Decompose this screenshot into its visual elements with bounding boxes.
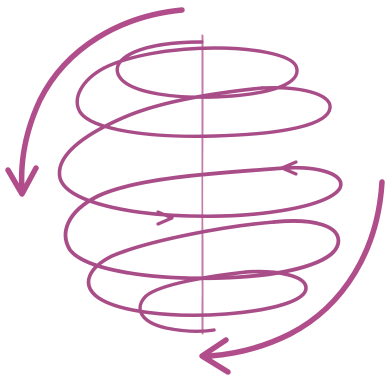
rotation-arrows [8, 10, 382, 372]
spiral-coil-6 [140, 272, 246, 331]
axis-line [202, 36, 204, 333]
spiral-coil-5 [89, 222, 306, 315]
left-rotation-arc [22, 10, 182, 190]
spiral-coil-3 [59, 88, 340, 216]
center-axis [202, 36, 204, 333]
helix-spiral [59, 42, 340, 331]
